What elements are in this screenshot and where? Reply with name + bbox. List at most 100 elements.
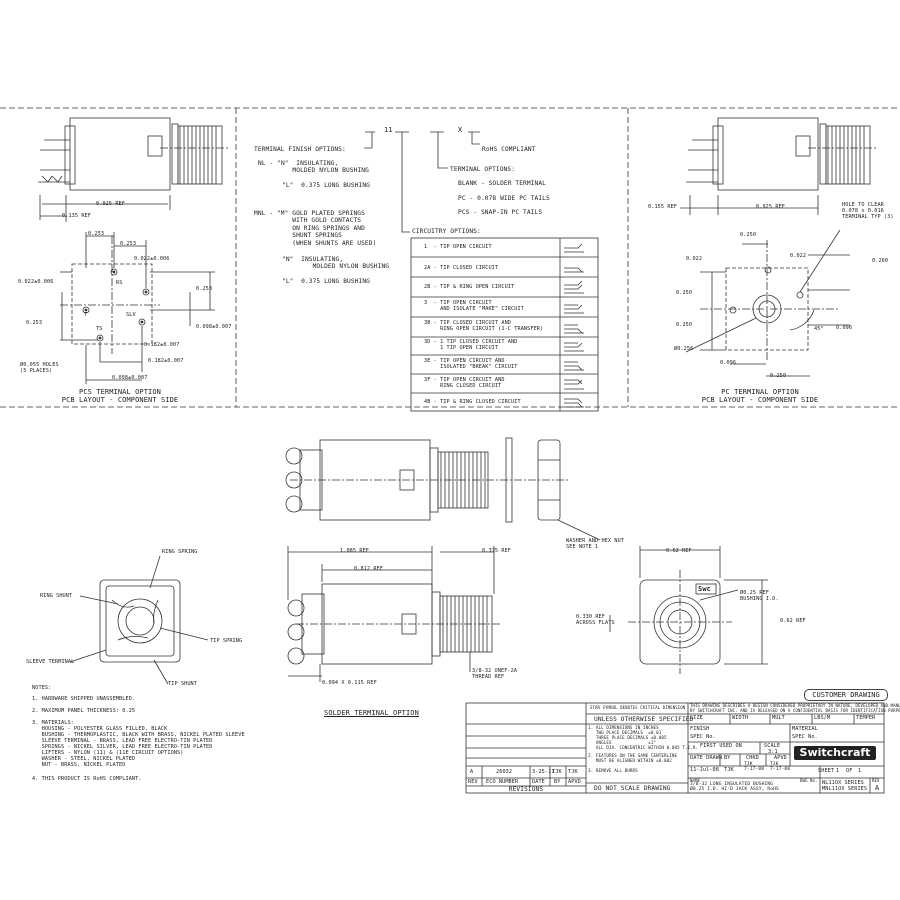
- right-dim-155: 0.155 REF: [648, 204, 678, 210]
- circuit-3: 3 - TIP OPEN CIRCUIT AND ISOLATE "MAKE" …: [424, 300, 524, 312]
- rev-header-eco: ECO NUMBER: [486, 779, 519, 785]
- rev-row-apvd: TJK: [568, 769, 578, 775]
- left-caption-2: PCB LAYOUT - COMPONENT SIDE: [61, 396, 179, 404]
- field-spec2: SPEC No.: [792, 734, 818, 740]
- angle-label: 45°: [814, 326, 824, 332]
- code-11: 11: [384, 126, 393, 134]
- field-width: WIDTH: [732, 715, 749, 721]
- dwg-value: NL11OX SERIES MNL11OX SERIES: [822, 780, 868, 792]
- part-number-leaders: [364, 131, 480, 233]
- pin-t: T: [84, 312, 88, 318]
- unless-specified: UNLESS OTHERWISE SPECIFIED: [594, 716, 694, 723]
- nl-l-option: "L" 0.375 LONG BUSHING: [282, 182, 370, 189]
- circuit-4b: 4B - TIP & RING CLOSED CIRCUIT: [424, 399, 521, 405]
- rev-value: A: [875, 784, 880, 792]
- sleeve-terminal-label: SLEEVE TERMINAL: [26, 659, 75, 665]
- finish-title: TERMINAL FINISH OPTIONS:: [254, 146, 346, 153]
- field-rev: REV: [872, 778, 880, 783]
- terminal-option-0: BLANK - SOLDER TERMINAL: [458, 180, 546, 187]
- right-dim-6: 0.096: [836, 325, 853, 331]
- ring-spring-label: RING SPRING: [162, 549, 198, 555]
- scale-value: 3:1: [768, 749, 778, 755]
- left-caption-1: PCS TERMINAL OPTION: [79, 388, 161, 396]
- field-date: DATE DRAWN: [690, 755, 723, 761]
- tip-spring-label: TIP SPRING: [210, 638, 243, 644]
- pin-ts: TS: [96, 326, 103, 332]
- right-dim-925: 0.925 REF: [756, 204, 786, 210]
- pcb-layout-left: [60, 232, 215, 384]
- field-sheet: SHEET: [818, 768, 835, 774]
- right-dim-5: 0.250: [676, 322, 693, 328]
- switchcraft-logo: Switchcraft: [794, 746, 876, 760]
- left-dim-6: 0.098±0.007: [196, 324, 232, 330]
- holes-note: Ø0.055 HOLES (5 PLACES): [20, 362, 59, 374]
- apvd-value: TJK 7-17-08: [770, 762, 791, 772]
- field-dwg: DWG No.: [800, 778, 818, 783]
- field-chkd: CHKD: [746, 755, 759, 761]
- chkd-value: TJK 7-17-08: [744, 762, 765, 772]
- rohs-label: RoHS COMPLIANT: [482, 146, 536, 153]
- solder-caption: SOLDER TERMINAL OPTION: [324, 709, 419, 717]
- field-size: SIZE: [690, 715, 703, 721]
- customer-drawing-badge: CUSTOMER DRAWING: [804, 689, 888, 701]
- code-x: X: [458, 126, 463, 134]
- terminal-option-1: PC - 0.078 WIDE PC TAILS: [458, 195, 550, 202]
- field-scale: SCALE: [764, 743, 781, 749]
- front-view-right: [609, 546, 768, 674]
- of-value: 1: [858, 768, 862, 774]
- mnl-option: MNL - "M" GOLD PLATED SPRINGS WITH GOLD …: [254, 210, 377, 247]
- pin-size: 0.094 X 0.115 REF: [322, 680, 377, 686]
- revisions-label: REVISIONS: [508, 786, 544, 793]
- left-jack-view: [38, 117, 230, 222]
- diameter-label: Ø0.256: [674, 346, 694, 352]
- circuit-3b: 3B - TIP CLOSED CIRCUIT AND RING OPEN CI…: [424, 320, 544, 332]
- nl-option: NL - "N" INSULATING, MOLDED NYLON BUSHIN…: [258, 160, 369, 175]
- ring-shunt-label: RING SHUNT: [40, 593, 73, 599]
- side-view-bottom: [287, 546, 500, 682]
- field-apvd: APVD: [774, 755, 787, 761]
- left-dim-0: 0.253: [88, 231, 105, 237]
- left-dim-7: 0.182±0.007: [144, 342, 180, 348]
- left-dim-9: 0.098±0.007: [112, 375, 148, 381]
- rev-header-date: DATE: [532, 779, 545, 785]
- left-dim-8: 0.182±0.007: [148, 358, 184, 364]
- note-2: 2. MAXIMUM PANEL THICKNESS: 0.25: [32, 708, 136, 714]
- hole-note: HOLE TO CLEAR 0.078 x 0.016 TERMINAL TYP…: [842, 202, 894, 220]
- mnl-n-option: "N" INSULATING, MOLDED NYLON BUSHING: [282, 256, 390, 271]
- by-value: TJK: [724, 767, 734, 773]
- dim-375: 0.375 REF: [482, 548, 512, 554]
- tolerance-2: 2. FEATURES ON THE SAME CENTERLINE MUST …: [588, 753, 678, 763]
- field-material: MATERIAL: [792, 726, 818, 732]
- circuit-2a: 2A - TIP CLOSED CIRCUIT: [424, 265, 499, 271]
- left-dim-1: 0.253: [120, 241, 137, 247]
- swc-mark: Swc: [698, 585, 711, 593]
- dim-62-side: 0.62 REF: [780, 618, 806, 624]
- left-dim-925: 0.925 REF: [96, 201, 126, 207]
- middle-jack-view: [285, 437, 601, 541]
- note-4: 4. THIS PRODUCT IS RoHS COMPLIANT.: [32, 776, 142, 782]
- terminal-title: TERMINAL OPTIONS:: [450, 166, 516, 173]
- dim-812: 0.812 REF: [354, 566, 384, 572]
- washer-note: WASHER AND HEX NUT SEE NOTE 1: [566, 538, 625, 550]
- circuitry-title: CIRCUITRY OPTIONS:: [412, 228, 481, 235]
- field-first-used: FIRST USED ON: [700, 743, 742, 749]
- field-by: BY: [724, 755, 731, 761]
- circuit-2b: 2B - TIP & RING OPEN CIRCUIT: [424, 284, 515, 290]
- terminal-option-2: PCS - SNAP-IN PC TAILS: [458, 209, 543, 216]
- right-caption-2: PCB LAYOUT - COMPONENT SIDE: [701, 396, 819, 404]
- rev-row-by: TJK: [552, 769, 562, 775]
- field-of: OF: [846, 768, 853, 774]
- note-1: 1. HARDWARE SHIPPED UNASSEMBLED.: [32, 696, 136, 702]
- left-dim-4: 0.253: [196, 286, 213, 292]
- rev-row-date: 3-25-11: [532, 769, 555, 775]
- note-3: 3. MATERIALS: HOUSING - POLYESTER GLASS …: [32, 720, 245, 768]
- bushing-id: Ø0.25 REF BUSHING I.D.: [740, 590, 779, 602]
- field-mult: MULT: [772, 715, 785, 721]
- circuit-table: [410, 237, 599, 412]
- field-spec1: SPEC No.: [690, 734, 716, 740]
- right-dim-1: 0.022: [686, 256, 703, 262]
- field-temper: TEMPER: [856, 715, 876, 721]
- field-lbs: LBS/M: [814, 715, 831, 721]
